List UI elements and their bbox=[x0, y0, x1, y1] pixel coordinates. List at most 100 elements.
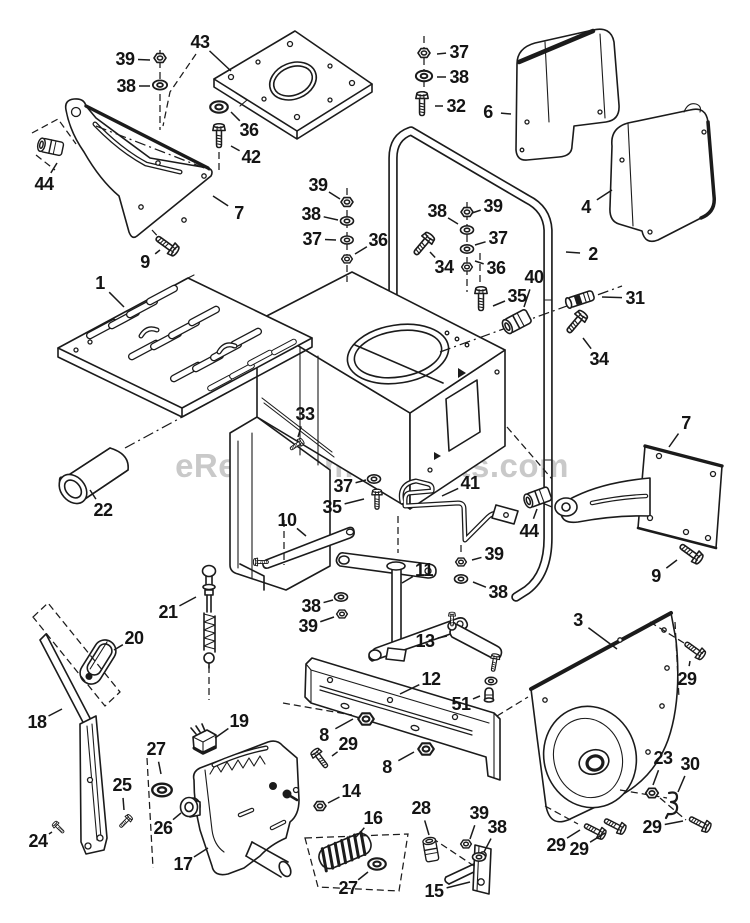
callout-label-51: 51 bbox=[451, 694, 471, 714]
callout-leader bbox=[587, 627, 618, 650]
part-side-panel-3 bbox=[529, 611, 679, 823]
part-spring-16 bbox=[318, 830, 372, 873]
callout-label-35: 35 bbox=[322, 497, 342, 517]
callout-label-2: 2 bbox=[588, 244, 598, 264]
bolt-29-icon bbox=[581, 819, 609, 842]
callout-label-37: 37 bbox=[302, 229, 322, 249]
bolt-32-icon bbox=[415, 91, 429, 117]
callout-leader bbox=[296, 527, 307, 537]
callout-label-16: 16 bbox=[363, 808, 383, 828]
nut-39-icon bbox=[340, 196, 354, 208]
callout-leader bbox=[668, 433, 680, 448]
washer-51-icon bbox=[484, 676, 498, 686]
callout-label-20: 20 bbox=[124, 628, 144, 648]
part-cover-6 bbox=[515, 28, 620, 161]
callout-leader bbox=[327, 796, 340, 804]
part-quadrant-bracket-17 bbox=[185, 740, 300, 878]
callout-leader bbox=[172, 812, 182, 821]
callout-label-39: 39 bbox=[483, 196, 503, 216]
pin-24-icon bbox=[50, 819, 67, 836]
callout-leader bbox=[108, 291, 125, 308]
callout-label-27: 27 bbox=[146, 739, 166, 759]
callout-label-38: 38 bbox=[427, 201, 447, 221]
callout-leader bbox=[397, 751, 415, 762]
callout-leader bbox=[48, 708, 63, 717]
part-link-13 bbox=[447, 621, 503, 660]
callout-label-10: 10 bbox=[277, 510, 297, 530]
washer-38-icon bbox=[151, 79, 169, 91]
callout-leader bbox=[472, 581, 487, 588]
callout-leader bbox=[664, 820, 684, 826]
nut-8-icon bbox=[417, 742, 435, 756]
callout-leader bbox=[565, 251, 581, 254]
washer-38-icon bbox=[453, 573, 469, 585]
callout-leader bbox=[328, 191, 341, 200]
callout-leader bbox=[447, 217, 459, 225]
callout-leader bbox=[441, 487, 459, 497]
callout-leader bbox=[582, 337, 592, 350]
callout-leader bbox=[483, 838, 492, 853]
nut-39-icon bbox=[454, 557, 468, 567]
callout-leader bbox=[344, 498, 365, 505]
part-lever-18 bbox=[39, 633, 108, 855]
callout-label-14: 14 bbox=[341, 781, 361, 801]
nut-14-icon bbox=[313, 800, 327, 812]
bushing-40-icon bbox=[499, 307, 533, 336]
callout-label-38: 38 bbox=[301, 596, 321, 616]
callout-label-3: 3 bbox=[573, 610, 583, 630]
callout-leader bbox=[436, 52, 447, 55]
callout-leader bbox=[113, 644, 124, 651]
callout-label-38: 38 bbox=[116, 76, 136, 96]
callout-leader bbox=[193, 847, 209, 858]
nut-36-icon bbox=[460, 262, 474, 272]
callout-leader bbox=[154, 249, 161, 255]
callout-label-8: 8 bbox=[382, 757, 392, 777]
callout-leader bbox=[357, 871, 369, 881]
callout-label-36: 36 bbox=[239, 120, 259, 140]
callout-leader bbox=[89, 489, 97, 500]
callout-leader bbox=[208, 50, 232, 72]
callout-label-39: 39 bbox=[308, 175, 328, 195]
callout-label-4: 4 bbox=[581, 197, 591, 217]
callout-label-27: 27 bbox=[338, 878, 358, 898]
part-seat-plate-43 bbox=[213, 30, 373, 140]
callout-label-7: 7 bbox=[681, 413, 691, 433]
callout-leader bbox=[212, 195, 229, 207]
nut-39-icon bbox=[153, 52, 167, 64]
callout-leader bbox=[566, 829, 581, 839]
callout-label-32: 32 bbox=[446, 96, 466, 116]
callout-label-29: 29 bbox=[338, 734, 358, 754]
callout-label-24: 24 bbox=[28, 831, 48, 851]
callout-label-9: 9 bbox=[140, 252, 150, 272]
callout-label-12: 12 bbox=[421, 669, 441, 689]
callout-leader bbox=[179, 596, 197, 607]
callout-label-39: 39 bbox=[298, 616, 318, 636]
pin-25-icon bbox=[116, 812, 135, 831]
callout-label-38: 38 bbox=[301, 204, 321, 224]
callout-leader bbox=[355, 479, 367, 484]
callout-label-37: 37 bbox=[449, 42, 469, 62]
nut-37-icon bbox=[417, 47, 431, 59]
callout-leader bbox=[500, 112, 512, 115]
callout-leader bbox=[601, 296, 623, 299]
part-channel-bracket-12 bbox=[304, 657, 501, 781]
callout-label-38: 38 bbox=[449, 67, 469, 87]
callout-label-22: 22 bbox=[93, 500, 113, 520]
part-rod-21 bbox=[201, 564, 217, 669]
washer-38-icon bbox=[339, 216, 355, 226]
callout-label-7: 7 bbox=[234, 203, 244, 223]
callout-label-17: 17 bbox=[173, 854, 193, 874]
part-latch-20 bbox=[79, 639, 117, 685]
callout-label-44: 44 bbox=[519, 521, 539, 541]
callout-label-9: 9 bbox=[651, 566, 661, 586]
bolt-35-icon bbox=[371, 488, 383, 510]
bolt-9-icon bbox=[152, 231, 182, 259]
callout-label-21: 21 bbox=[158, 602, 178, 622]
callout-leader bbox=[472, 695, 481, 700]
part-cover-4 bbox=[609, 103, 716, 243]
callout-leader bbox=[492, 300, 506, 307]
callout-leader bbox=[665, 559, 678, 569]
